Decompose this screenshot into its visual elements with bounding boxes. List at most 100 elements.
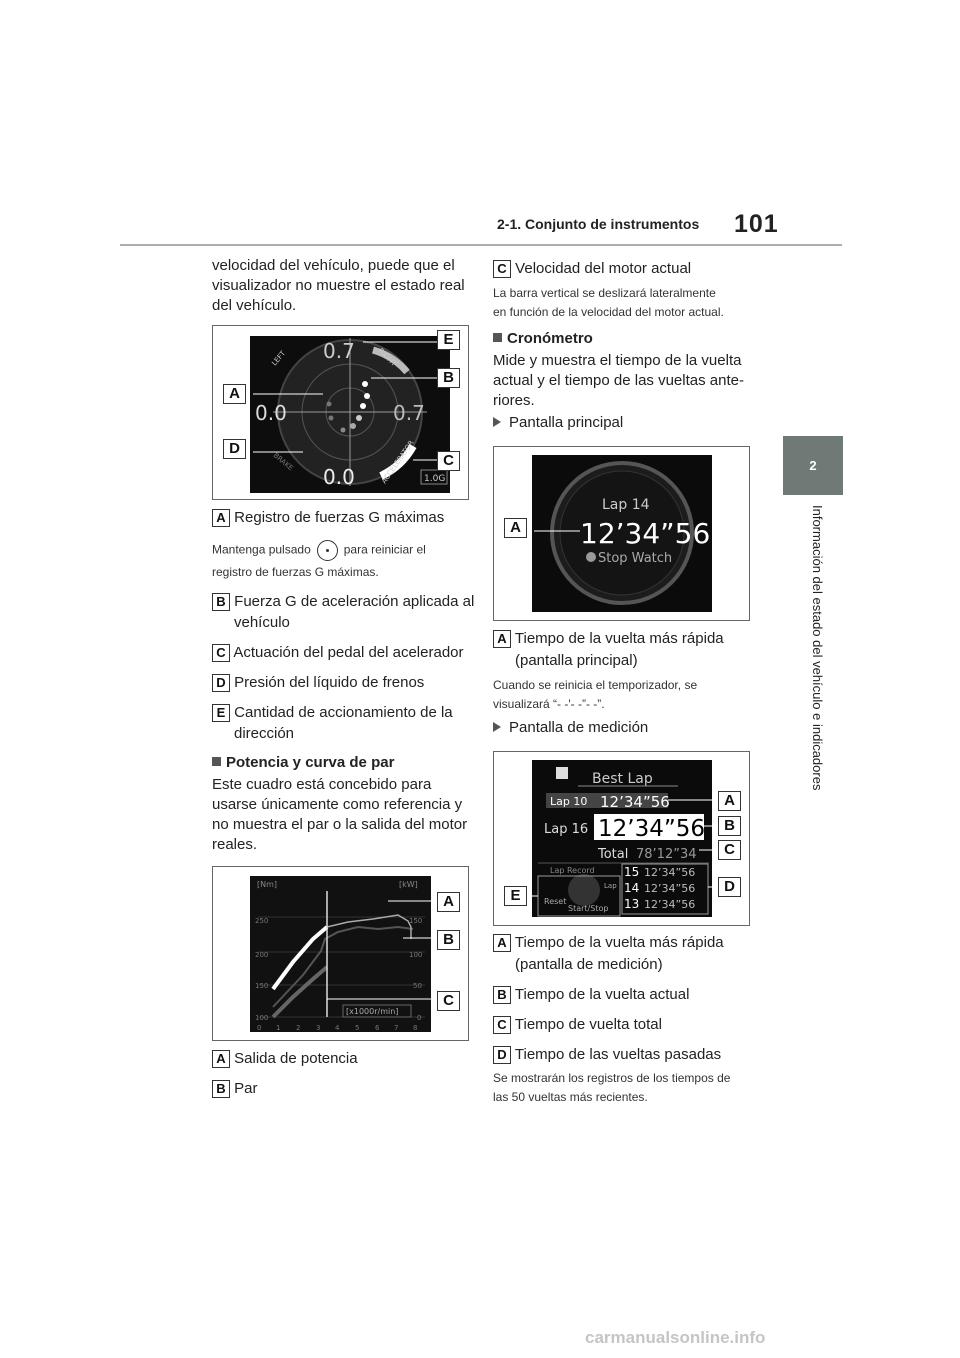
sub-main-screen: Pantalla principal — [493, 413, 623, 433]
total-label: Total — [597, 847, 628, 862]
lap10-time: 12’34”56 — [600, 793, 670, 811]
gforce-item-e: E Cantidad de accionamiento de la — [212, 703, 453, 723]
fig-label-a: A — [718, 791, 741, 811]
fig-label-a: A — [504, 518, 527, 538]
stopwatch-figure: Lap 14 12’34”56 Stop Watch A — [493, 446, 750, 621]
power-torque-body: Este cuadro está concebido para usarse ú… — [212, 776, 468, 853]
square-bullet-icon — [493, 333, 502, 342]
stopwatch-body: Mide y muestra el tiempo de la vuelta ac… — [493, 352, 744, 409]
svg-text:0: 0 — [417, 1014, 421, 1022]
torque-item-a: A Salida de potencia — [212, 1049, 358, 1069]
fig-label-e: E — [504, 886, 527, 906]
reset-label: Reset — [544, 897, 566, 906]
gforce-item-c: C Actuación del pedal del acelerador — [212, 643, 464, 663]
svg-text:6: 6 — [375, 1024, 380, 1032]
svg-text:100: 100 — [255, 1014, 268, 1022]
g-bottom-value: 0.0 — [323, 465, 355, 489]
fig-label-b: B — [437, 368, 460, 388]
lap16-time: 12’34”56 — [598, 816, 705, 842]
dot-button-icon — [316, 540, 338, 561]
sub-measure-screen: Pantalla de medición — [493, 718, 648, 738]
svg-text:100: 100 — [409, 951, 422, 959]
chapter-tab: 2 — [783, 436, 843, 495]
gforce-item-b: B Fuerza G de aceleración aplicada al — [212, 592, 474, 612]
svg-text:12’34”56: 12’34”56 — [644, 882, 695, 895]
lap16-label: Lap 16 — [544, 822, 588, 837]
item-fastest-main-cont: (pantalla principal) — [515, 652, 638, 669]
fig-label-a: A — [223, 384, 246, 404]
reset-note-cont: registro de fuerzas G máximas. — [212, 565, 379, 579]
svg-text:3: 3 — [316, 1024, 320, 1032]
record-14: 14 — [624, 881, 639, 895]
item-past-laps: D Tiempo de las vueltas pasadas — [493, 1045, 721, 1065]
start-stop-label: Start/Stop — [568, 904, 608, 913]
chapter-title: Información del estado del vehículo e in… — [810, 505, 825, 791]
lap10-label: Lap 10 — [550, 795, 587, 808]
svg-text:0: 0 — [257, 1024, 261, 1032]
torque-item-b: B Par — [212, 1079, 258, 1099]
svg-text:150: 150 — [255, 982, 268, 990]
item-total-time: C Tiempo de vuelta total — [493, 1015, 662, 1035]
best-lap-title: Best Lap — [592, 771, 653, 787]
engine-speed-note: La barra vertical se deslizará lateralme… — [493, 286, 724, 319]
total-time: 78’12”34 — [636, 847, 697, 862]
svg-text:2: 2 — [296, 1024, 300, 1032]
record-13: 13 — [624, 897, 639, 911]
svg-text:1: 1 — [276, 1024, 280, 1032]
torque-curve-illustration: [Nm] [kW] 250 200 150 100 150 100 50 0 0… — [250, 876, 438, 1032]
g-left-value: 0.0 — [255, 401, 287, 425]
rpm-unit: [x1000r/min] — [346, 1007, 398, 1016]
fig-label-b: B — [718, 816, 741, 836]
lap-btn-label: Lap — [604, 882, 617, 890]
item-fastest-main: A Tiempo de la vuelta más rápida — [493, 629, 724, 649]
gforce-item-e-cont: dirección — [234, 725, 295, 742]
svg-text:8: 8 — [413, 1024, 417, 1032]
gforce-figure: 0.7 0.0 0.7 0.0 LEFT RIGHT BRAKE ACCELER… — [212, 325, 469, 500]
sw-time: 12’34”56 — [580, 517, 710, 550]
record-15: 15 — [624, 865, 639, 879]
section-stopwatch: Cronómetro — [493, 330, 593, 347]
item-current-lap: B Tiempo de la vuelta actual — [493, 985, 689, 1005]
svg-text:12’34”56: 12’34”56 — [644, 898, 695, 911]
torque-figure: [Nm] [kW] 250 200 150 100 150 100 50 0 0… — [212, 866, 469, 1041]
g-right-value: 0.7 — [393, 401, 425, 425]
sw-label: Stop Watch — [598, 551, 672, 566]
gforce-item-d: D Presión del líquido de frenos — [212, 673, 424, 693]
nm-unit: [Nm] — [257, 880, 277, 889]
section-power-torque: Potencia y curva de par — [212, 754, 394, 771]
item-engine-speed: C Velocidad del motor actual — [493, 259, 691, 279]
stopwatch-illustration: Lap 14 12’34”56 Stop Watch — [532, 455, 712, 612]
g-readout: 1.0G — [424, 474, 445, 484]
page-number: 101 — [734, 210, 779, 238]
fig-label-e: E — [437, 330, 460, 350]
item-fastest-measure: A Tiempo de la vuelta más rápida — [493, 933, 724, 953]
triangle-bullet-icon — [493, 722, 501, 732]
kw-unit: [kW] — [399, 880, 418, 889]
lap-record-label: Lap Record — [550, 866, 595, 875]
g-top-value: 0.7 — [323, 339, 355, 363]
fig-label-c: C — [437, 991, 460, 1011]
svg-text:7: 7 — [394, 1024, 398, 1032]
sw-lap: Lap 14 — [602, 497, 650, 513]
fig-label-d: D — [718, 877, 741, 897]
gforce-item-a: A Registro de fuerzas G máximas — [212, 508, 444, 528]
watermark: carmanualsonline.info — [585, 1328, 766, 1347]
section-header: 2-1. Conjunto de instrumentos — [497, 216, 700, 232]
svg-text:200: 200 — [255, 951, 268, 959]
fig-label-b: B — [437, 930, 460, 950]
records-note: Se mostrarán los registros de los tiempo… — [493, 1071, 731, 1104]
svg-text:5: 5 — [355, 1024, 359, 1032]
triangle-bullet-icon — [493, 417, 501, 427]
gforce-item-b-cont: vehículo — [234, 614, 290, 631]
fig-label-c: C — [437, 451, 460, 471]
fig-label-c: C — [718, 840, 741, 860]
intro-text: velocidad del vehículo, puede que el vis… — [212, 257, 465, 314]
square-bullet-icon — [212, 757, 221, 766]
svg-text:4: 4 — [335, 1024, 340, 1032]
measure-illustration: Best Lap Lap 10 12’34”56 Lap 16 12’34”56… — [528, 760, 716, 917]
svg-text:150: 150 — [409, 917, 422, 925]
gforce-illustration: 0.7 0.0 0.7 0.0 LEFT RIGHT BRAKE ACCELER… — [250, 336, 450, 493]
measure-figure: Best Lap Lap 10 12’34”56 Lap 16 12’34”56… — [493, 751, 750, 926]
header-rule — [120, 244, 842, 246]
